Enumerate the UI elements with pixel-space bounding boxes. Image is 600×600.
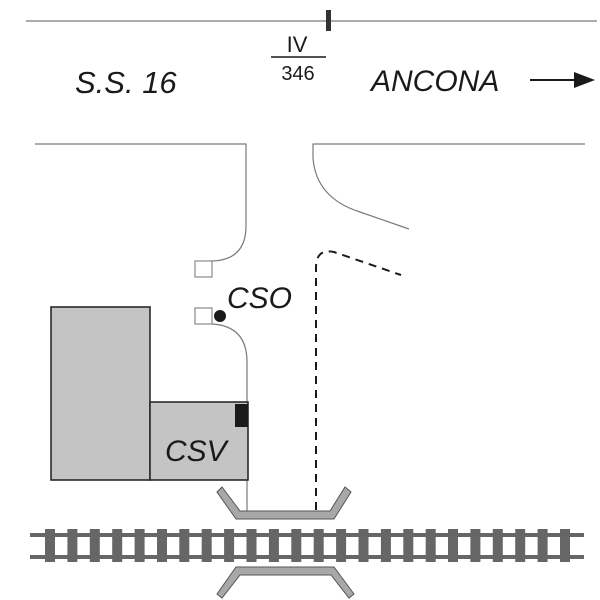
direction-label: ANCONA <box>369 65 499 98</box>
railway-tie <box>336 529 347 562</box>
bollard-square-upper <box>194 260 213 278</box>
railway-tie <box>560 529 570 562</box>
road-edge-right <box>312 143 585 230</box>
road-name-label: S.S. 16 <box>75 65 177 100</box>
railway-tie <box>157 529 167 562</box>
railway-tie <box>67 529 78 562</box>
access-road-edge <box>211 323 248 512</box>
dashed-path <box>315 250 402 510</box>
railway-tie <box>224 529 235 562</box>
railway-tie <box>246 529 257 562</box>
rail-bottom <box>30 555 584 559</box>
bollard-square-lower <box>194 307 213 325</box>
railway-tie <box>358 529 369 562</box>
milepost-denominator: 346 <box>281 63 314 85</box>
railway-tie <box>112 529 123 562</box>
railway-tie <box>470 529 481 562</box>
arrow-right-icon <box>530 72 595 88</box>
railway-tie <box>291 529 302 562</box>
milepost-marker <box>326 10 331 31</box>
building-large <box>50 306 151 481</box>
railway-tie <box>268 529 279 562</box>
csv-label: CSV <box>165 435 230 468</box>
railway-tie <box>134 529 145 562</box>
milepost-numerator: IV <box>287 32 308 57</box>
csv-equipment-box <box>235 404 248 427</box>
railway-tie <box>492 529 503 562</box>
railway-tie <box>313 529 324 562</box>
railway-tie <box>201 529 212 562</box>
railway-tie <box>179 529 190 562</box>
building-csv <box>149 401 249 481</box>
railway-track <box>30 529 584 562</box>
railway-tie <box>515 529 526 562</box>
rail-top <box>30 533 584 537</box>
railway-tie <box>89 529 100 562</box>
railway-tie <box>45 529 55 562</box>
cso-label: CSO <box>227 282 292 315</box>
road-edge-left <box>35 143 247 262</box>
railway-tie <box>380 529 391 562</box>
railway-tie <box>448 529 458 562</box>
crossing-bracket-upper <box>216 486 352 520</box>
cso-point <box>214 310 226 322</box>
railway-tie <box>537 529 548 562</box>
crossing-bracket-lower <box>216 566 355 599</box>
railway-tie <box>425 529 436 562</box>
railway-tie <box>403 529 414 562</box>
